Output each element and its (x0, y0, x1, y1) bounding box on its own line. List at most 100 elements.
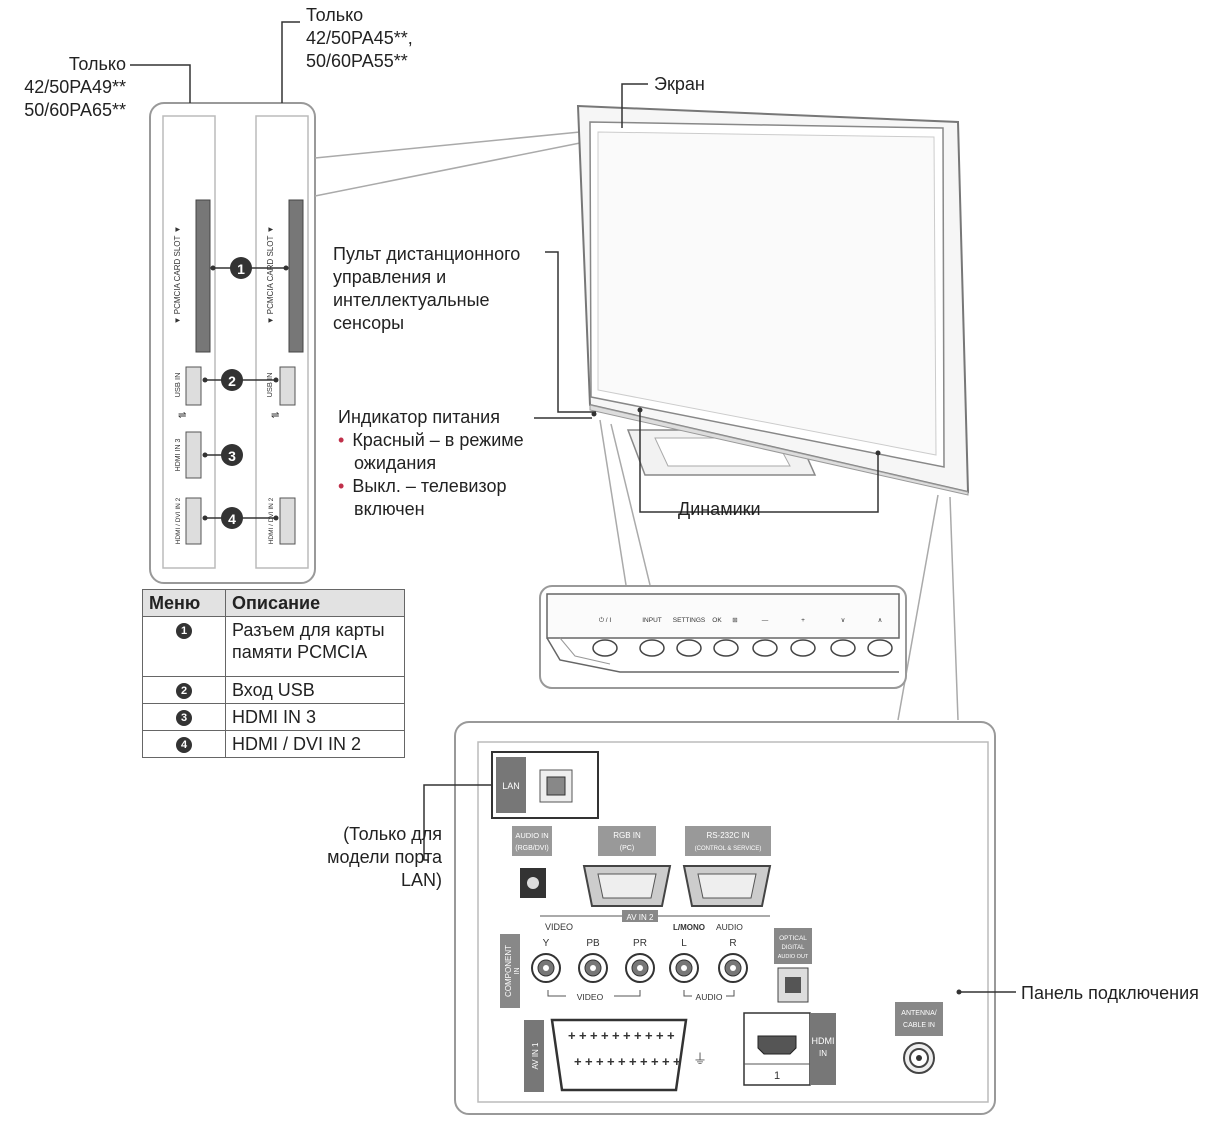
usb-port-left (185, 366, 202, 406)
row-description: Разъем для карты памяти PCMCIA (225, 616, 405, 677)
control-button-label: SETTINGS (673, 617, 706, 624)
row-number: 3 (176, 710, 192, 727)
av-in1-label: AV IN 1 (531, 1042, 540, 1070)
rgb-in-sublabel: (PC) (620, 845, 634, 852)
connection-panel-label: Панель подключения (1021, 983, 1199, 1003)
control-button[interactable] (676, 639, 702, 657)
remote-line-1: Пульт дистанционного (333, 244, 521, 264)
hdmi-in-sublabel: IN (819, 1049, 827, 1058)
side-panel: ▼ PCMCIA CARD SLOT ▼ ▼ PCMCIA CARD SLOT … (130, 21, 581, 584)
screen-label: Экран (654, 74, 705, 94)
slot-label-left: ▼ PCMCIA CARD SLOT ▼ (173, 226, 182, 325)
control-button[interactable] (830, 639, 856, 657)
hdmi-in-label: HDMI (812, 1036, 835, 1046)
hdmi2-port-left (185, 497, 202, 545)
optical-port (785, 977, 801, 993)
scart-pin: + (618, 1054, 626, 1069)
hdmi1-port (757, 1035, 797, 1055)
video-group-label: VIDEO (577, 992, 604, 1002)
row-description: HDMI IN 3 (225, 703, 405, 731)
header-description: Описание (225, 589, 405, 617)
tv (534, 83, 970, 721)
left-label-line-2: 42/50PA49** (24, 77, 126, 97)
scart-pin: + (590, 1028, 598, 1043)
optical-sublabel-2: AUDIO OUT (778, 954, 809, 960)
power-item-1: Красный – в режиме (352, 430, 524, 450)
component-label: COMPONENT (504, 945, 513, 997)
header-menu: Меню (142, 589, 226, 617)
scart-plug-icon: ⏚ (693, 1051, 707, 1067)
control-button-label: ∧ (878, 617, 883, 624)
audio-in-sublabel: (RGB/DVI) (515, 845, 548, 852)
lan-port (546, 776, 566, 796)
audio-in-label: AUDIO IN (515, 831, 548, 840)
control-button[interactable] (592, 639, 618, 657)
scart-pin: + (612, 1028, 620, 1043)
audio-group-label: AUDIO (696, 992, 723, 1002)
scart-pin: + (579, 1028, 587, 1043)
hdmi3-port (185, 431, 202, 479)
remote-line-2: управления и (333, 267, 447, 287)
av-in2-label: AV IN 2 (627, 913, 655, 922)
control-button[interactable] (639, 639, 665, 657)
hdmi2-port-right (279, 497, 296, 545)
menu-table-header: Меню Описание (142, 589, 405, 617)
l-mono-label: L/MONO (673, 923, 705, 932)
jack-label: L (681, 938, 687, 949)
menu-table: Меню Описание 1 Разъем для карты памяти … (142, 589, 405, 758)
row-number: 2 (176, 683, 192, 700)
power-item-3: Выкл. – телевизор (352, 476, 507, 496)
jack-label: Y (543, 938, 550, 949)
control-button-label: + (801, 617, 805, 624)
scart-pin: + (673, 1054, 681, 1069)
scart-pin: + (640, 1054, 648, 1069)
lan-label: LAN (502, 781, 520, 791)
jack-label: R (729, 938, 736, 949)
table-row: 4 HDMI / DVI IN 2 (142, 730, 405, 758)
scart-pin: + (662, 1054, 670, 1069)
scart-pin: + (623, 1028, 631, 1043)
power-indicator-label: Индикатор питания •Красный – в режиме ож… (338, 406, 524, 521)
hdmi2-label-left: HDMI / DVI IN 2 (175, 497, 182, 544)
scart-pin: + (667, 1028, 675, 1043)
scart-pin: + (574, 1054, 582, 1069)
jack-label: PR (633, 938, 647, 949)
right-label-line-1: Только (306, 5, 364, 25)
av-video-label: VIDEO (545, 922, 573, 932)
rgb-in-label: RGB IN (613, 831, 641, 840)
control-button[interactable] (790, 639, 816, 657)
control-button-label: OK (712, 617, 722, 624)
bullet-icon: • (338, 476, 345, 496)
table-row: 3 HDMI IN 3 (142, 703, 405, 731)
control-button-label: INPUT (642, 617, 662, 624)
control-button[interactable] (867, 639, 893, 657)
remote-line-4: сенсоры (333, 313, 405, 333)
control-button-label: — (762, 617, 769, 624)
rs232-label: RS-232C IN (706, 831, 749, 840)
optical-label: OPTICAL (779, 935, 807, 942)
row-number: 4 (176, 737, 192, 754)
slot-label-right: ▼ PCMCIA CARD SLOT ▼ (266, 226, 275, 325)
bullet-icon: • (338, 430, 345, 450)
callout-3: 3 (228, 448, 236, 464)
control-button[interactable] (713, 639, 739, 657)
lan-note-label: (Только для модели порта LAN) (290, 823, 442, 892)
optical-sublabel: DIGITAL (782, 945, 806, 951)
left-label-line-3: 50/60PA65** (24, 100, 126, 120)
remote-sensor-label: Пульт дистанционного управления и интелл… (333, 243, 520, 335)
usb-label-right: USB IN (265, 372, 274, 397)
scart-pin: + (601, 1028, 609, 1043)
scart-pin: + (656, 1028, 664, 1043)
pcmcia-slot-right (288, 199, 304, 353)
control-button[interactable] (752, 639, 778, 657)
control-button-label: ⏻ / I (599, 617, 612, 624)
side-panel-right-label: Только 42/50PA45**, 50/60PA55** (306, 4, 413, 73)
right-label-line-2: 42/50PA45**, (306, 28, 413, 48)
hdmi2-label-right: HDMI / DVI IN 2 (268, 497, 275, 544)
hdmi1-number: 1 (774, 1070, 780, 1082)
control-button-label: ⊞ (732, 617, 738, 624)
right-label-line-3: 50/60PA55** (306, 51, 408, 71)
component-sublabel: IN (514, 968, 521, 975)
lan-note-line-2: модели порта (327, 847, 442, 867)
